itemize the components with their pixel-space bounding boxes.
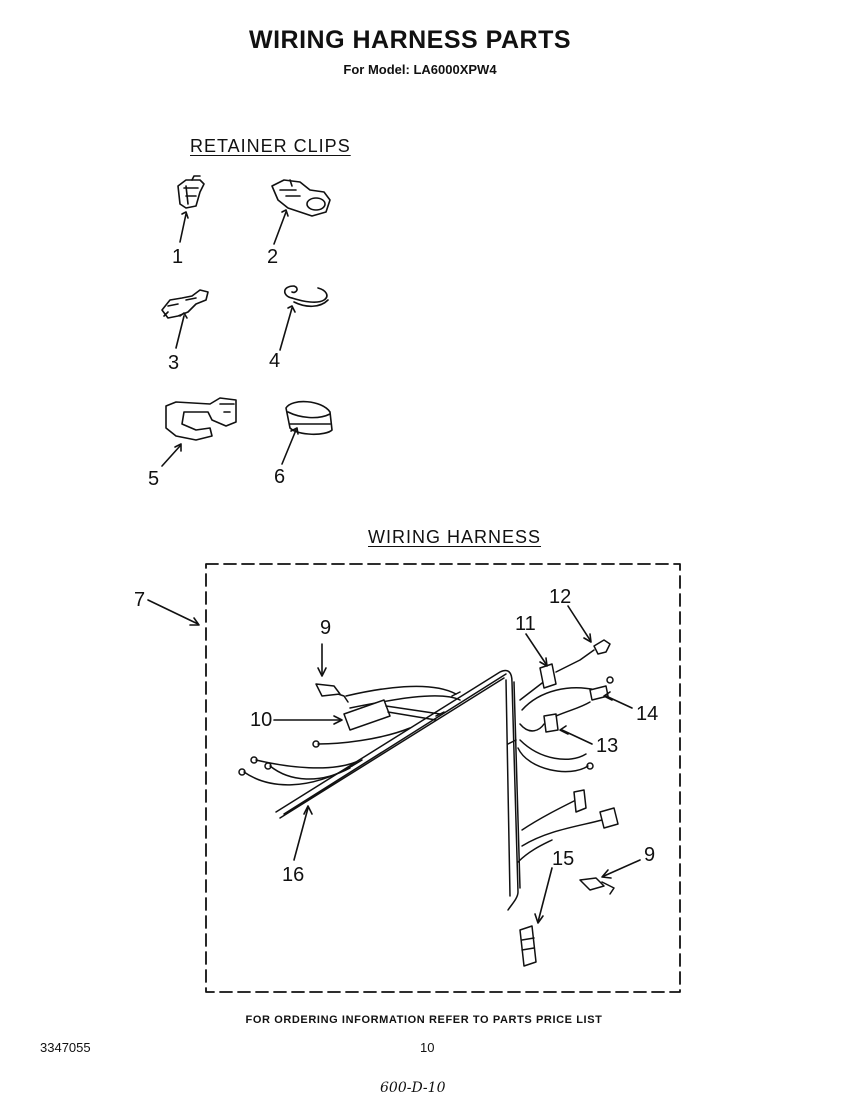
callout-14: 14 xyxy=(636,703,659,725)
ordering-info-note: FOR ORDERING INFORMATION REFER TO PARTS … xyxy=(245,1014,603,1026)
retainer-clips-heading: RETAINER CLIPS xyxy=(190,136,351,156)
callout-6: 6 xyxy=(274,466,286,488)
model-subtitle: For Model: LA6000XPW4 xyxy=(343,62,497,77)
callout-7: 7 xyxy=(134,589,146,611)
wiring-harness-heading: WIRING HARNESS xyxy=(368,527,542,547)
retainer-clip-2-drawing xyxy=(271,179,331,217)
page-number: 10 xyxy=(420,1040,435,1055)
handwritten-note: 600-D-10 xyxy=(380,1080,446,1096)
retainer-clip-3-drawing xyxy=(161,289,209,319)
callout-10: 10 xyxy=(250,709,273,731)
callout-2: 2 xyxy=(267,246,279,268)
retainer-clip-1-drawing xyxy=(177,175,205,209)
wiring-harness-drawing xyxy=(238,639,619,967)
retainer-clip-6-drawing xyxy=(285,400,333,436)
callout-9-upper: 9 xyxy=(320,617,332,639)
callout-4: 4 xyxy=(269,350,281,372)
callout-12: 12 xyxy=(549,586,572,608)
callout-5: 5 xyxy=(148,468,160,490)
callout-11: 11 xyxy=(515,613,536,635)
callout-9-lower: 9 xyxy=(644,844,656,866)
document-number: 3347055 xyxy=(40,1040,91,1055)
callout-15: 15 xyxy=(552,848,575,870)
callout-13: 13 xyxy=(596,735,619,757)
retainer-clip-4-drawing xyxy=(283,285,329,308)
callout-1: 1 xyxy=(172,246,184,268)
retainer-clip-5-drawing xyxy=(165,397,237,441)
page-title: WIRING HARNESS PARTS xyxy=(248,26,572,54)
harness-frame xyxy=(205,563,681,993)
callout-3: 3 xyxy=(168,352,180,374)
callout-16: 16 xyxy=(282,864,305,886)
